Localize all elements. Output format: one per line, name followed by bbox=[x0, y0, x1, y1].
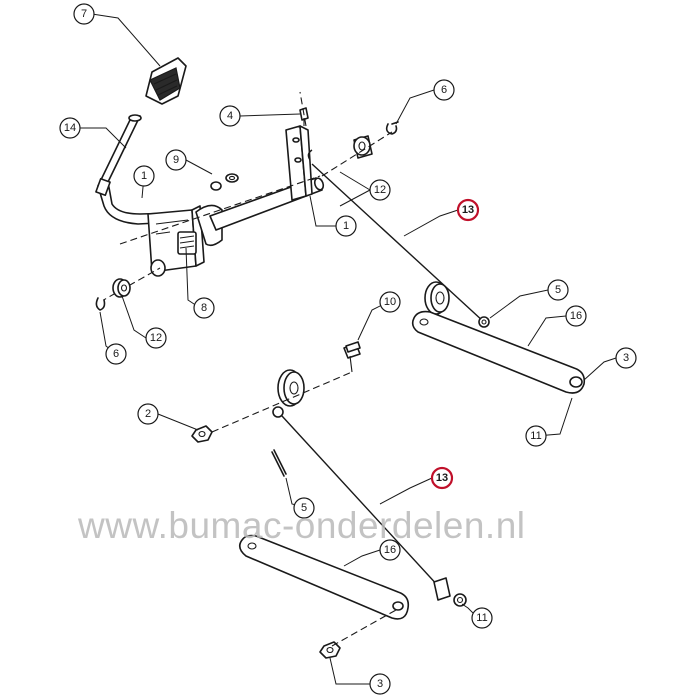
cable-end-upper bbox=[478, 316, 490, 328]
svg-text:5: 5 bbox=[301, 502, 307, 514]
callout-3-lower: 3 bbox=[369, 673, 391, 695]
svg-text:10: 10 bbox=[384, 296, 396, 308]
callout-11-lower: 11 bbox=[471, 607, 493, 629]
callout-13-upper: 13 bbox=[456, 198, 480, 222]
svg-text:7: 7 bbox=[81, 8, 87, 20]
svg-text:12: 12 bbox=[374, 184, 386, 196]
clip-6-left bbox=[95, 297, 106, 311]
callout-10: 10 bbox=[379, 291, 401, 313]
svg-text:9: 9 bbox=[173, 154, 179, 166]
callout-16-lower: 16 bbox=[379, 539, 401, 561]
nut-9 bbox=[210, 173, 239, 191]
svg-text:1: 1 bbox=[343, 220, 349, 232]
shaft-arm bbox=[285, 125, 313, 201]
callout-6-left: 6 bbox=[105, 343, 127, 365]
svg-text:11: 11 bbox=[476, 612, 487, 624]
callout-16-upper: 16 bbox=[565, 305, 587, 327]
lever-bracket bbox=[147, 204, 223, 273]
callout-12-top: 12 bbox=[369, 179, 391, 201]
watermark-text: www.bumac-onderdelen.nl bbox=[77, 505, 526, 546]
cable-13-lower bbox=[272, 406, 441, 589]
svg-text:8: 8 bbox=[201, 302, 207, 314]
svg-text:11: 11 bbox=[530, 430, 541, 442]
svg-text:13: 13 bbox=[436, 472, 448, 484]
lever-grip bbox=[145, 57, 187, 105]
callout-4: 4 bbox=[219, 105, 241, 127]
callout-2: 2 bbox=[137, 403, 159, 425]
cable-13-upper bbox=[311, 163, 485, 323]
cable-end-lower bbox=[433, 577, 467, 607]
svg-text:4: 4 bbox=[227, 110, 233, 122]
callout-11-upper: 11 bbox=[525, 425, 547, 447]
callout-5-upper: 5 bbox=[547, 279, 569, 301]
svg-text:5: 5 bbox=[555, 284, 561, 296]
callout-1-left: 1 bbox=[133, 165, 155, 187]
callout-8: 8 bbox=[193, 297, 215, 319]
bolt-4 bbox=[299, 107, 309, 126]
callout-9: 9 bbox=[165, 149, 187, 171]
svg-text:6: 6 bbox=[441, 84, 447, 96]
nut-3-lower bbox=[319, 641, 341, 659]
callout-13-lower: 13 bbox=[430, 466, 454, 490]
pulley-lower bbox=[277, 369, 305, 407]
svg-text:12: 12 bbox=[150, 332, 162, 344]
callout-14: 14 bbox=[59, 117, 81, 139]
svg-text:16: 16 bbox=[570, 310, 582, 322]
callout-6-top: 6 bbox=[433, 79, 455, 101]
bracket-bushing bbox=[150, 259, 166, 277]
svg-text:6: 6 bbox=[113, 348, 119, 360]
svg-text:3: 3 bbox=[377, 678, 383, 690]
callout-3-upper: 3 bbox=[615, 347, 637, 369]
callout-12-left: 12 bbox=[145, 327, 167, 349]
svg-text:14: 14 bbox=[64, 122, 76, 134]
bar-16-lower bbox=[238, 534, 410, 620]
pulley-upper bbox=[424, 281, 450, 315]
bushing-12-left bbox=[112, 278, 131, 298]
svg-text:3: 3 bbox=[623, 352, 629, 364]
stud-10 bbox=[343, 341, 361, 373]
svg-text:2: 2 bbox=[145, 408, 151, 420]
svg-text:1: 1 bbox=[141, 170, 147, 182]
bar-16-upper bbox=[411, 310, 586, 394]
svg-text:13: 13 bbox=[462, 204, 474, 216]
cotter-pin-5-lower bbox=[271, 449, 287, 477]
callout-1-right: 1 bbox=[335, 215, 357, 237]
callout-7: 7 bbox=[73, 3, 95, 25]
svg-text:16: 16 bbox=[384, 544, 396, 556]
bushing-12-top bbox=[353, 135, 373, 159]
callout-5-lower: 5 bbox=[293, 497, 315, 519]
